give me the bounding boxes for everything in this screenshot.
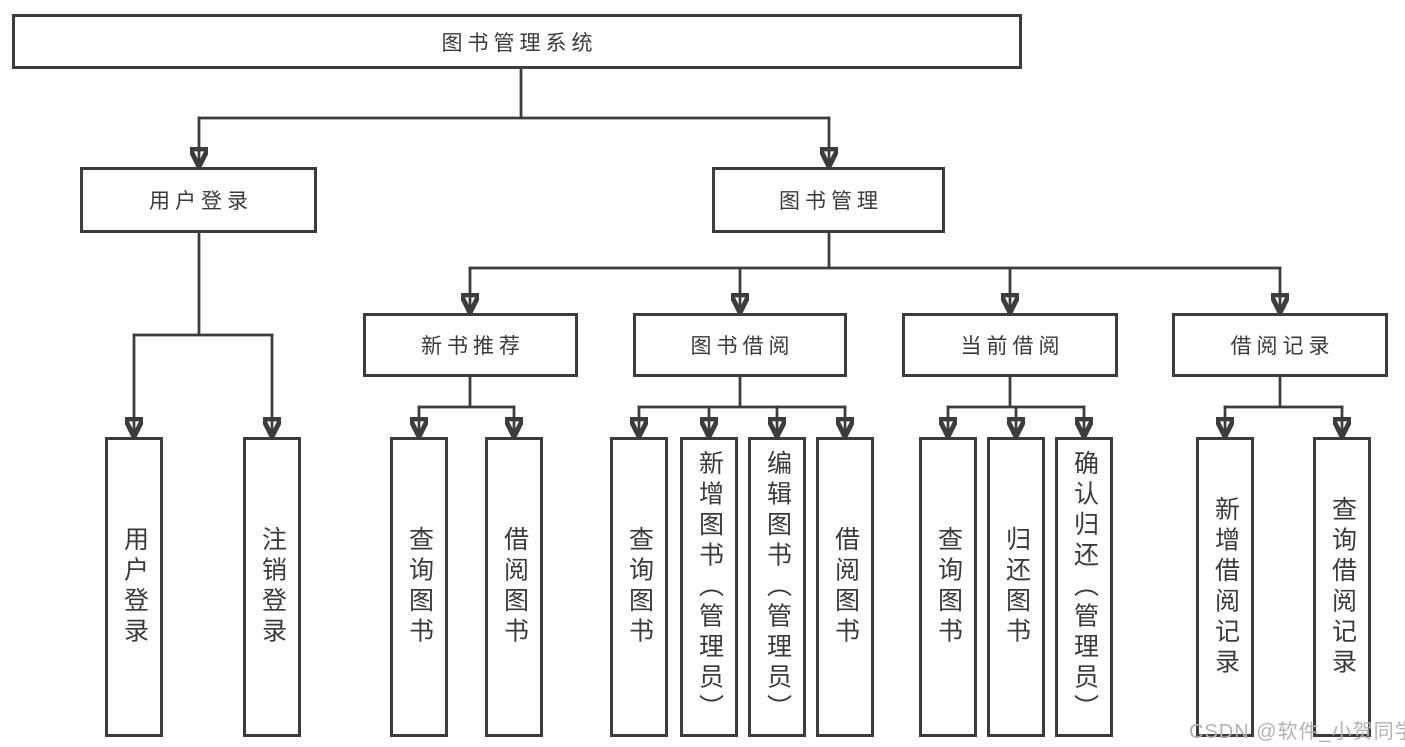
node-book-management: 图书管理 <box>712 167 945 233</box>
leaf-borrow-books-recommend: 借阅图书 <box>485 437 543 737</box>
leaf-logout: 注销登录 <box>243 437 301 737</box>
node-new-book-recommend: 新书推荐 <box>363 313 578 377</box>
leaf-confirm-return-admin: 确认归还（管理员） <box>1055 437 1113 737</box>
leaf-edit-book-admin: 编辑图书（管理员） <box>748 437 806 737</box>
leaf-user-login: 用户登录 <box>105 437 163 737</box>
node-book-management-label: 图书管理 <box>779 190 883 213</box>
leaf-add-book-admin: 新增图书（管理员） <box>680 437 738 737</box>
leaf-borrow-books-recommend-label: 借阅图书 <box>500 526 529 648</box>
leaf-query-books-borrow: 查询图书 <box>610 437 668 737</box>
node-borrow-records: 借阅记录 <box>1172 313 1388 377</box>
leaf-user-login-label: 用户登录 <box>120 526 149 648</box>
edge-root-trunk <box>197 67 831 120</box>
edge-borrow-records-trunk <box>1223 375 1344 409</box>
node-current-borrow-label: 当前借阅 <box>960 335 1065 358</box>
leaf-confirm-return-admin-label: 确认归还（管理员） <box>1070 449 1099 725</box>
leaf-return-books: 归还图书 <box>987 437 1045 737</box>
node-new-book-recommend-label: 新书推荐 <box>421 335 525 358</box>
leaf-add-borrow-record-label: 新增借阅记录 <box>1211 495 1240 679</box>
leaf-query-books-recommend-label: 查询图书 <box>405 526 434 648</box>
edge-book-borrow-trunk <box>637 375 847 409</box>
leaf-borrow-books-borrow-label: 借阅图书 <box>831 526 860 648</box>
edge-recommend-trunk <box>417 375 516 409</box>
leaf-query-books-current-label: 查询图书 <box>934 526 963 648</box>
node-system-root: 图书管理系统 <box>12 14 1022 69</box>
leaf-query-borrow-record: 查询借阅记录 <box>1313 437 1371 737</box>
edge-book-management-trunk <box>468 231 1282 270</box>
leaf-logout-label: 注销登录 <box>258 526 287 648</box>
leaf-query-borrow-record-label: 查询借阅记录 <box>1328 495 1357 679</box>
leaf-edit-book-admin-label: 编辑图书（管理员） <box>763 449 792 725</box>
leaf-borrow-books-borrow: 借阅图书 <box>816 437 874 737</box>
node-book-borrow-label: 图书借阅 <box>690 335 795 358</box>
edge-current-borrow-trunk <box>946 375 1086 409</box>
leaf-query-books-borrow-label: 查询图书 <box>625 526 654 648</box>
node-system-root-label: 图书管理系统 <box>441 31 598 55</box>
leaf-add-book-admin-label: 新增图书（管理员） <box>695 449 724 725</box>
leaf-query-books-recommend: 查询图书 <box>390 437 448 737</box>
node-user-login: 用户登录 <box>80 167 317 233</box>
node-current-borrow: 当前借阅 <box>902 313 1118 377</box>
node-borrow-records-label: 借阅记录 <box>1230 335 1335 358</box>
node-book-borrow: 图书借阅 <box>633 313 847 377</box>
leaf-query-books-current: 查询图书 <box>919 437 977 737</box>
leaf-add-borrow-record: 新增借阅记录 <box>1196 437 1254 737</box>
csdn-watermark: CSDN @软件_小贺同学 <box>1189 721 1405 743</box>
leaf-return-books-label: 归还图书 <box>1002 526 1031 648</box>
edge-user-login-trunk <box>132 231 274 337</box>
node-user-login-label: 用户登录 <box>149 190 253 213</box>
